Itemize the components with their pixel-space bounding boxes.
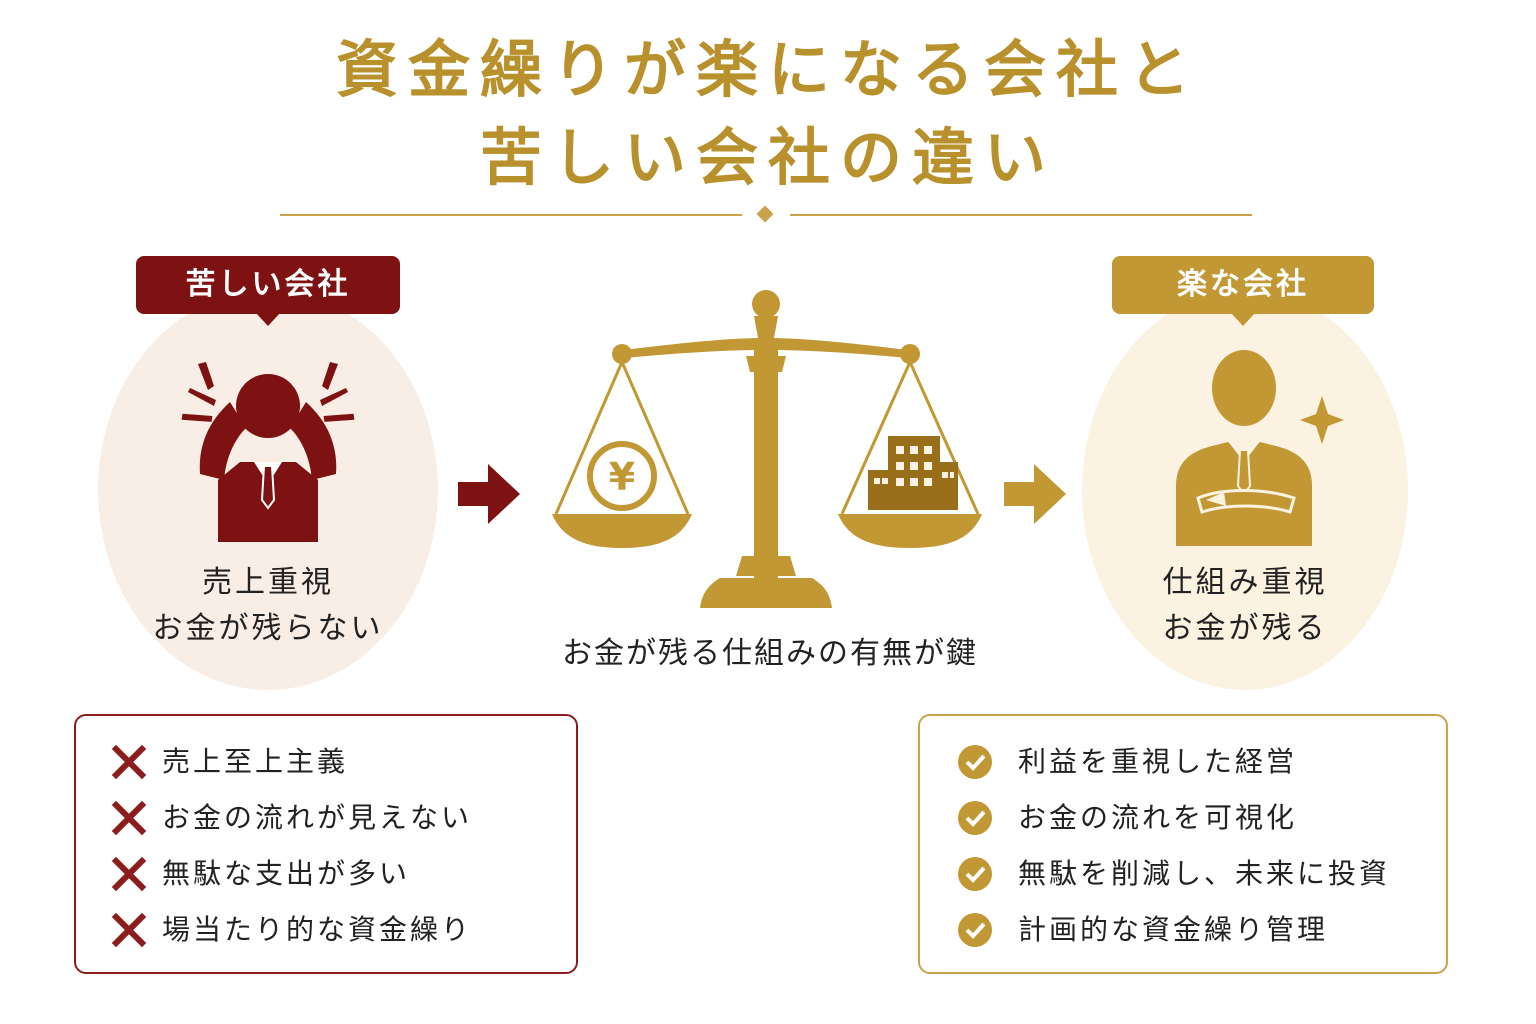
center-caption: お金が残る仕組みの有無が鍵 xyxy=(562,636,978,671)
check-circle-icon xyxy=(958,801,992,835)
cross-icon xyxy=(111,744,147,780)
struggling-company-description: 売上重視 お金が残らない xyxy=(98,560,438,652)
easy-company-list: 利益を重視した経営 お金の流れを可視化 無駄を削減し、未来に投資 計画的な資金繰… xyxy=(918,714,1448,974)
list-item-text: 売上至上主義 xyxy=(162,745,349,778)
title-line-1: 資金繰りが楽になる会社と xyxy=(335,33,1200,106)
easy-company-line-2: お金が残る xyxy=(1162,611,1328,646)
title-divider-right xyxy=(790,214,1252,216)
stressed-businessman-icon xyxy=(181,362,355,542)
struggling-company-line-2: お金が残らない xyxy=(152,611,384,646)
check-circle-icon xyxy=(958,913,992,947)
list-item-text: お金の流れを可視化 xyxy=(1018,801,1298,834)
list-item-text: 無駄な支出が多い xyxy=(162,857,411,890)
divider-diamond-icon xyxy=(756,205,774,223)
list-item-text: 無駄を削減し、未来に投資 xyxy=(1018,857,1391,890)
arrow-right-icon xyxy=(458,464,520,524)
struggling-company-list: 売上至上主義 お金の流れが見えない 無駄な支出が多い 場当たり的な資金繰り xyxy=(74,714,578,974)
list-item-text: 計画的な資金繰り管理 xyxy=(1018,913,1329,946)
arrow-right-icon xyxy=(1004,464,1066,524)
check-circle-icon xyxy=(958,745,992,779)
list-item-text: お金の流れが見えない xyxy=(162,801,473,834)
cross-icon xyxy=(111,912,147,948)
easy-company-description: 仕組み重視 お金が残る xyxy=(1082,560,1408,652)
struggling-company-line-1: 売上重視 xyxy=(202,565,334,600)
easy-company-badge: 楽な会社 xyxy=(1112,256,1374,326)
list-item-text: 利益を重視した経営 xyxy=(1018,745,1298,778)
cross-icon xyxy=(111,800,147,836)
check-circle-icon xyxy=(958,857,992,891)
easy-company-line-1: 仕組み重視 xyxy=(1162,565,1328,600)
struggling-company-badge: 苦しい会社 xyxy=(136,256,400,326)
cross-icon xyxy=(111,856,147,892)
list-item-text: 場当たり的な資金繰り xyxy=(162,913,473,946)
title-divider-left xyxy=(280,214,742,216)
title-line-2: 苦しい会社の違い xyxy=(479,121,1056,194)
confident-businessman-icon xyxy=(1176,350,1344,546)
yen-symbol: ¥ xyxy=(609,455,635,499)
balance-scale-icon: ¥ xyxy=(552,290,982,608)
